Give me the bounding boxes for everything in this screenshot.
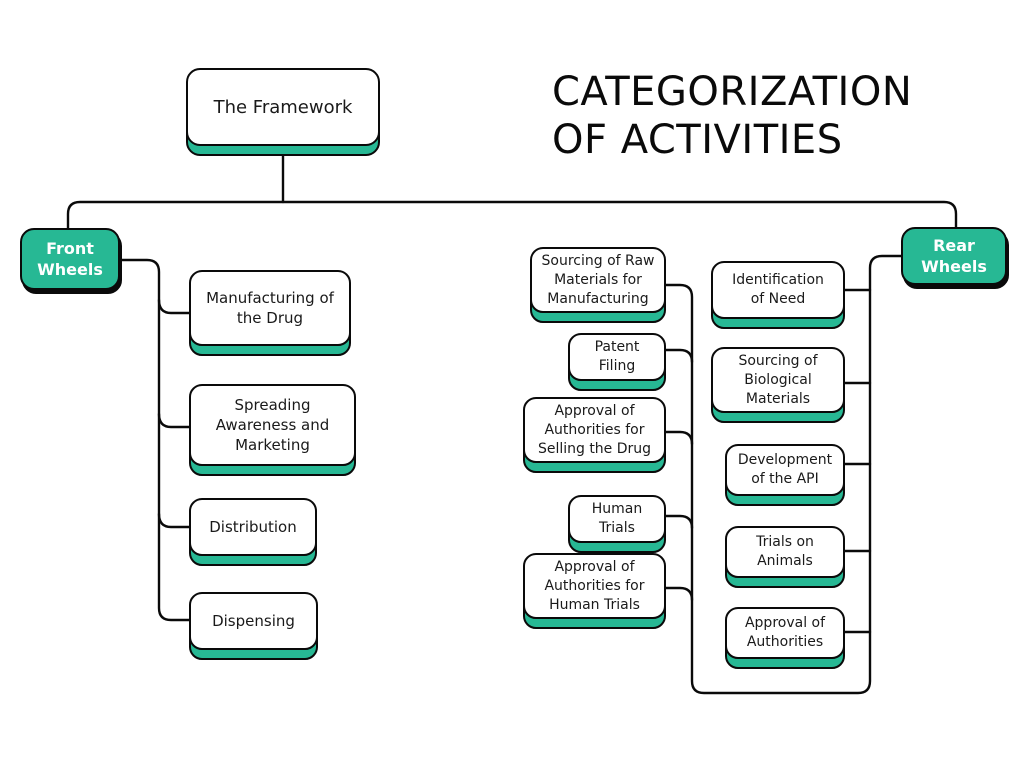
node-label: Manufacturing of the Drug xyxy=(206,289,334,327)
card-face: Approval of Authorities for Human Trials xyxy=(523,553,666,619)
node-label: Development of the API xyxy=(737,452,833,487)
node-patent-filing[interactable]: Patent Filing xyxy=(568,333,666,391)
page-title-line-1: CATEGORIZATION xyxy=(552,69,913,115)
node-label: Sourcing of Biological Materials xyxy=(738,352,818,407)
node-label: Spreading Awareness and Marketing xyxy=(215,396,330,454)
node-manufacturing-of-the-drug[interactable]: Manufacturing of the Drug xyxy=(189,270,351,356)
connector-rear-inner-branch-2 xyxy=(664,348,694,364)
card-face: Distribution xyxy=(189,498,317,556)
node-rear-wheels[interactable]: Rear Wheels xyxy=(901,227,1009,289)
node-label: Human Trials xyxy=(591,501,643,536)
node-dispensing[interactable]: Dispensing xyxy=(189,592,318,660)
node-label: Dispensing xyxy=(212,612,295,630)
node-label: The Framework xyxy=(213,96,353,118)
node-label: Trials on Animals xyxy=(756,534,814,569)
card-face: Identification of Need xyxy=(711,261,845,319)
node-label: Approval of Authorities xyxy=(744,615,826,650)
node-label: Sourcing of Raw Materials for Manufactur… xyxy=(541,252,655,307)
card-face: Approval of Authorities xyxy=(725,607,845,659)
node-front-wheels[interactable]: Front Wheels xyxy=(20,228,122,294)
card-face: Patent Filing xyxy=(568,333,666,381)
node-label: Front Wheels xyxy=(37,239,103,279)
card-face: Sourcing of Biological Materials xyxy=(711,347,845,413)
card-face: Human Trials xyxy=(568,495,666,543)
node-label: Distribution xyxy=(209,518,297,536)
card-face: The Framework xyxy=(186,68,380,146)
node-trials-on-animals[interactable]: Trials on Animals xyxy=(725,526,845,588)
card-face: Trials on Animals xyxy=(725,526,845,578)
node-approval-of-authorities-for-human-trials[interactable]: Approval of Authorities for Human Trials xyxy=(523,553,666,629)
card-face: Manufacturing of the Drug xyxy=(189,270,351,346)
node-identification-of-need[interactable]: Identification of Need xyxy=(711,261,845,329)
node-label: Approval of Authorities for Selling the … xyxy=(537,402,652,457)
node-label: Identification of Need xyxy=(732,272,824,307)
connector-main-bar xyxy=(66,200,958,234)
node-sourcing-of-raw-materials-for-manufacturing[interactable]: Sourcing of Raw Materials for Manufactur… xyxy=(530,247,666,323)
connector-front-spine xyxy=(118,258,192,622)
node-distribution[interactable]: Distribution xyxy=(189,498,317,566)
node-the-framework[interactable]: The Framework xyxy=(186,68,380,156)
node-development-of-the-api[interactable]: Development of the API xyxy=(725,444,845,506)
card-face: Sourcing of Raw Materials for Manufactur… xyxy=(530,247,666,313)
page-title-line-2: OF ACTIVITIES xyxy=(552,117,843,163)
connector-front-branch-1 xyxy=(157,298,192,315)
node-approval-of-authorities[interactable]: Approval of Authorities xyxy=(725,607,845,669)
connector-rear-inner-branch-5 xyxy=(664,586,694,602)
connector-front-branch-2 xyxy=(157,412,192,429)
connector-front-branch-3 xyxy=(157,512,192,529)
page-title: CATEGORIZATION OF ACTIVITIES xyxy=(552,68,972,164)
node-label: Rear Wheels xyxy=(921,236,987,276)
node-approval-of-authorities-for-selling-the-drug[interactable]: Approval of Authorities for Selling the … xyxy=(523,397,666,473)
node-label: Patent Filing xyxy=(594,339,640,374)
card-face: Front Wheels xyxy=(20,228,120,290)
card-face: Rear Wheels xyxy=(901,227,1007,285)
connector-rear-inner-branch-3 xyxy=(664,430,694,446)
node-label: Approval of Authorities for Human Trials xyxy=(544,558,645,613)
card-face: Dispensing xyxy=(189,592,318,650)
card-face: Development of the API xyxy=(725,444,845,496)
card-face: Approval of Authorities for Selling the … xyxy=(523,397,666,463)
node-sourcing-of-biological-materials[interactable]: Sourcing of Biological Materials xyxy=(711,347,845,423)
node-spreading-awareness-and-marketing[interactable]: Spreading Awareness and Marketing xyxy=(189,384,356,476)
node-human-trials[interactable]: Human Trials xyxy=(568,495,666,553)
card-face: Spreading Awareness and Marketing xyxy=(189,384,356,466)
connector-rear-inner-branch-4 xyxy=(664,514,694,530)
